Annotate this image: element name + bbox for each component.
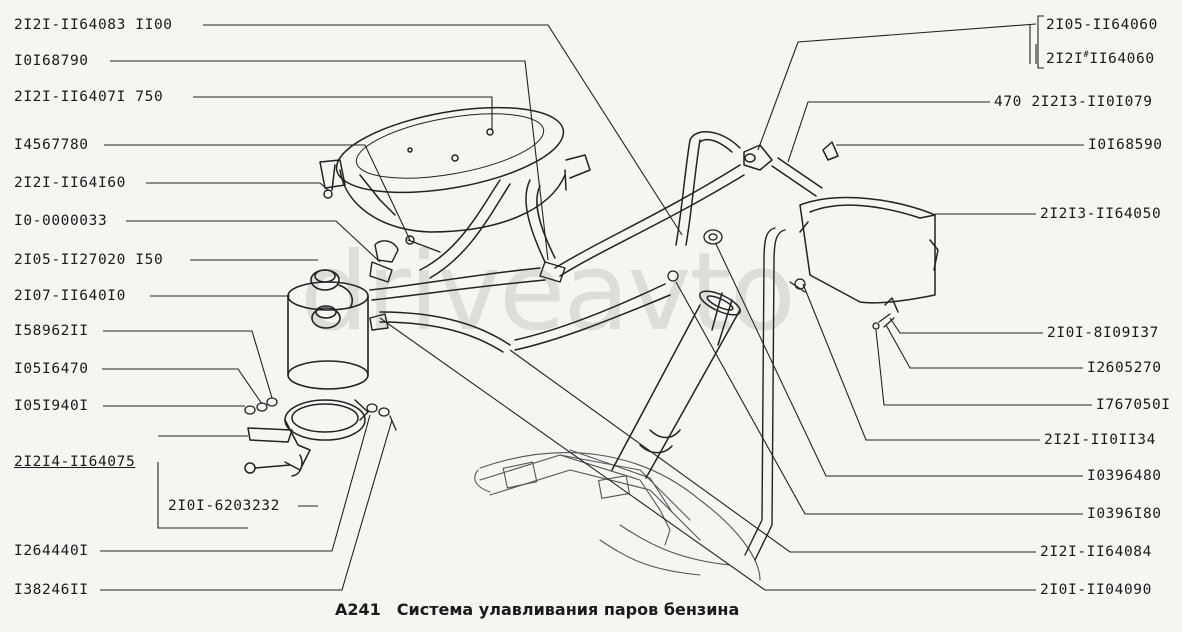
vent-tube (744, 227, 786, 561)
filler-neck (611, 290, 741, 479)
part-label-right-1: 2I05-II64060 (1046, 17, 1158, 33)
part-label-left-2: I0I68790 (14, 53, 89, 69)
leader-r3 (787, 101, 990, 163)
part-label-left-12: 2I2I4-II64075 (14, 454, 136, 470)
part-label-left-5: 2I2I-II64I60 (14, 175, 126, 191)
part-label-right-13: 2I0I-II04090 (1040, 582, 1152, 598)
leader-r8 (875, 329, 1092, 406)
part-label-left-15: I38246II (14, 582, 89, 598)
canister-bracket (244, 399, 369, 477)
diagram-caption: A241 Система улавливания паров бензина (335, 600, 739, 619)
leader-bracket (1037, 15, 1044, 69)
part-label-left-3: 2I2I-II6407I 750 (14, 89, 164, 105)
part-label-right-6: 2I0I-8I09I37 (1047, 325, 1159, 341)
leader-6 (126, 220, 381, 263)
part-label-right-3: 470 2I2I3-II0I079 (994, 94, 1153, 110)
part-label-left-7: 2I05-II27020 I50 (14, 252, 164, 268)
leader-r1 (757, 23, 1037, 151)
leader-1 (203, 24, 683, 236)
diagram-code: A241 (335, 600, 381, 619)
leader-r6 (889, 317, 1043, 334)
part-label-left-13: 2I0I-6203232 (168, 498, 280, 514)
leader-5 (146, 182, 329, 191)
part-label-right-8: I767050I (1096, 397, 1171, 413)
hose-clamps (323, 189, 566, 331)
leader-r9 (802, 283, 1040, 441)
leader-r10 (715, 243, 1083, 477)
part-label-right-2: 2I2I#II64060 (1046, 46, 1155, 68)
leader-r7 (885, 324, 1083, 369)
vapour-hoses (369, 131, 745, 353)
part-label-right-9: 2I2I-II0II34 (1044, 432, 1156, 448)
leader-15 (100, 419, 393, 591)
part-label-right-4: I0I68590 (1088, 137, 1163, 153)
air-filter (319, 106, 591, 233)
part-label-left-11: I05I940I (14, 398, 89, 414)
part-label-right-2-suffix: II64060 (1089, 50, 1155, 67)
vapour-separator (799, 196, 939, 313)
part-label-left-14: I264440I (14, 543, 89, 559)
leader-r1b (1029, 24, 1037, 64)
part-label-right-7: I2605270 (1087, 360, 1162, 376)
variant-mark: # (1083, 50, 1090, 60)
part-label-right-2-prefix: 2I2I (1046, 50, 1084, 67)
part-label-left-6: I0-0000033 (14, 213, 108, 229)
diagram-title: Система улавливания паров бензина (396, 600, 740, 619)
leader-3 (193, 96, 493, 130)
leader-14 (100, 414, 371, 552)
part-label-left-8: 2I07-II640I0 (14, 288, 126, 304)
adsorber-canister (287, 269, 369, 390)
part-label-left-10: I05I6470 (14, 361, 89, 377)
watermark: driveavto (300, 230, 796, 355)
leader-4 (104, 144, 411, 241)
leader-r12 (509, 349, 1036, 553)
leader-12 (157, 435, 248, 529)
leader-10 (102, 368, 263, 405)
part-label-right-5: 2I2I3-II64050 (1040, 206, 1162, 222)
leader-r13 (379, 317, 1036, 591)
part-label-left-1: 2I2I-II64083 II00 (14, 17, 173, 33)
fuel-tank-body (474, 449, 761, 581)
part-label-left-9: I58962II (14, 323, 89, 339)
check-valve (743, 141, 839, 197)
part-label-left-4: I4567780 (14, 137, 89, 153)
leader-9 (103, 330, 273, 399)
part-label-right-11: I0396I80 (1087, 506, 1162, 522)
part-label-right-12: 2I2I-II64084 (1040, 544, 1152, 560)
leader-2 (110, 60, 549, 261)
part-label-right-10: I0396480 (1087, 468, 1162, 484)
leader-r11 (675, 281, 1083, 515)
